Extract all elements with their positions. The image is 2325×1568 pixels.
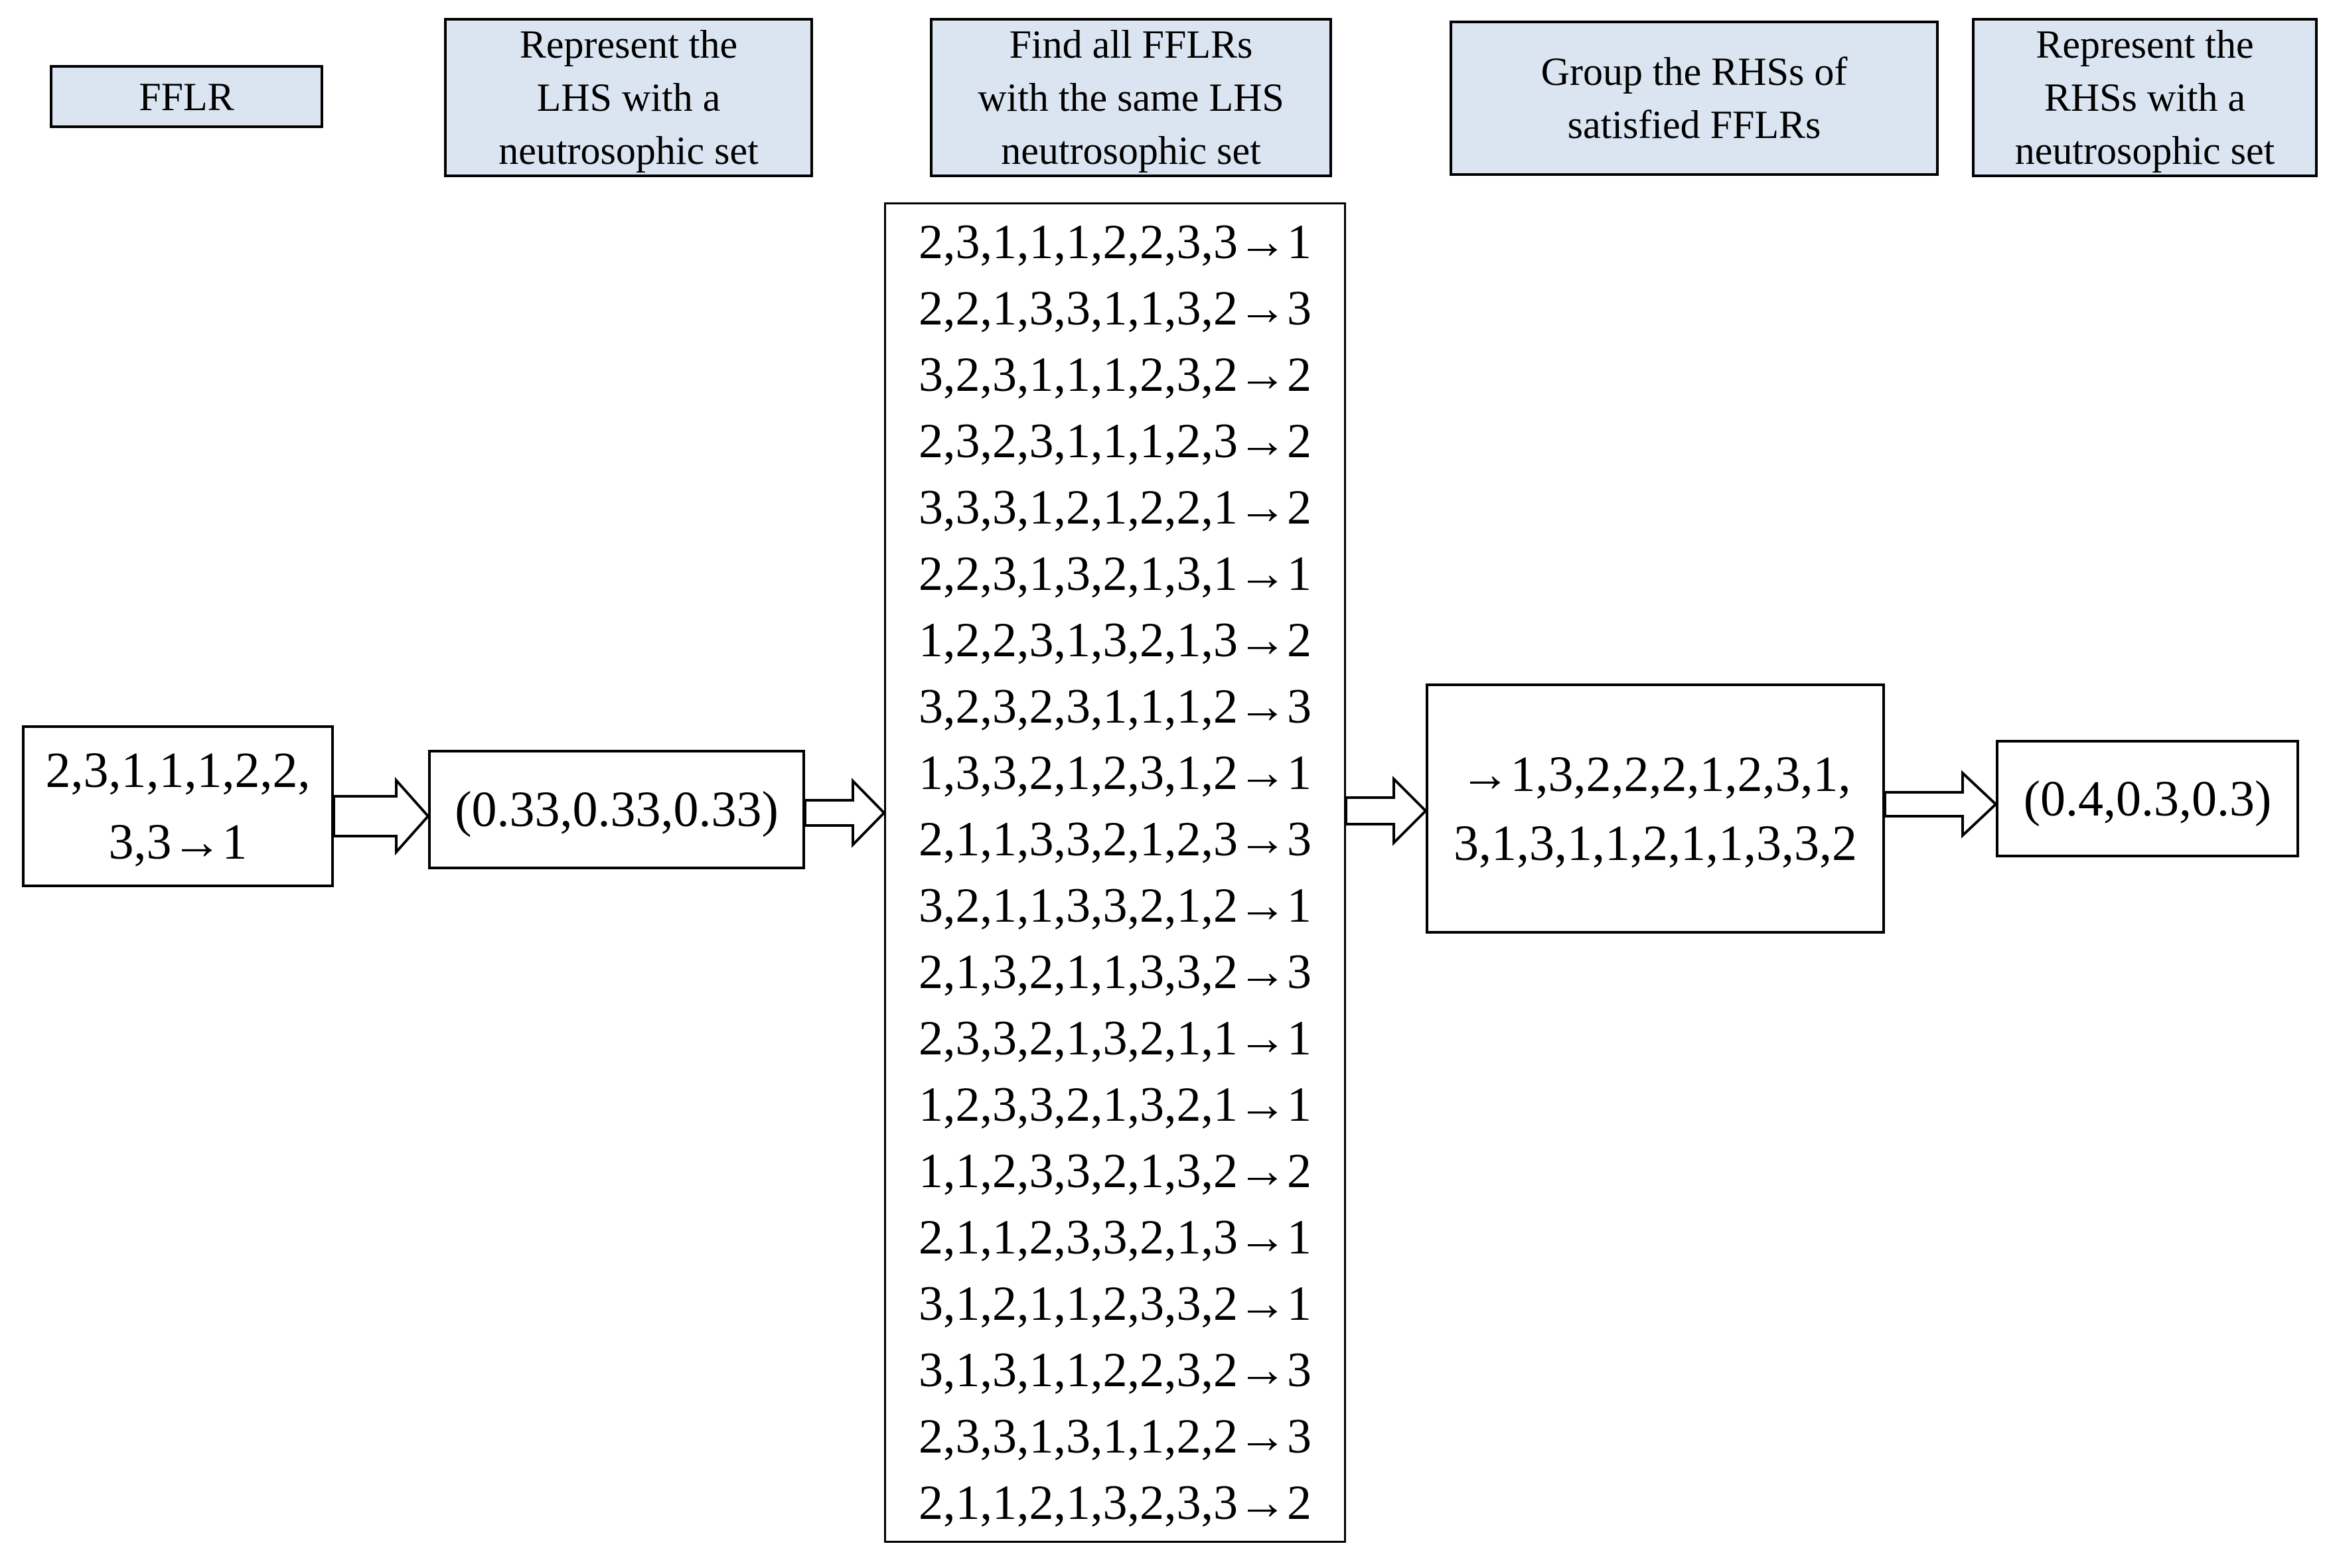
header-line: RHSs with a	[2044, 76, 2246, 119]
fflr-list-item: 2,3,2,3,1,1,1,2,3→2	[919, 414, 1312, 468]
fflr-list-item: 1,2,2,3,1,3,2,1,3→2	[919, 613, 1312, 668]
fflr-list-box: 2,3,1,1,1,2,2,3,3→1 2,2,1,3,3,1,1,3,2→3 …	[884, 202, 1346, 1543]
rhs-neutrosophic-set-box: (0.4,0.3,0.3)	[1996, 740, 2299, 857]
fflr-list-item: 1,3,3,2,1,2,3,1,2→1	[919, 746, 1312, 800]
flow-arrow-icon	[1345, 776, 1428, 846]
fflr-list-item: 2,3,3,1,3,1,1,2,2→3	[919, 1409, 1312, 1464]
fflr-list-item: 3,2,1,1,3,3,2,1,2→1	[919, 879, 1312, 933]
header-represent-rhs: Represent the RHSs with a neutrosophic s…	[1972, 18, 2318, 177]
header-line: Represent the	[519, 23, 738, 66]
fflr-list-item: 2,2,3,1,3,2,1,3,1→1	[919, 547, 1312, 601]
header-line: Represent the	[2036, 23, 2254, 66]
fflr-list-item: 3,1,3,1,1,2,2,3,2→3	[919, 1343, 1312, 1397]
fflr-list-item: 2,3,3,2,1,3,2,1,1→1	[919, 1011, 1312, 1066]
fflr-example-line: 3,3→1	[108, 814, 248, 870]
header-line: neutrosophic set	[498, 129, 759, 173]
header-line: satisfied FFLRs	[1567, 103, 1821, 147]
header-represent-lhs: Represent the LHS with a neutrosophic se…	[444, 18, 813, 177]
fflr-list-item: 3,1,2,1,1,2,3,3,2→1	[919, 1277, 1312, 1331]
grouped-rhs-box: →1,3,2,2,2,1,2,3,1, 3,1,3,1,1,2,1,1,3,3,…	[1426, 683, 1885, 934]
fflr-list-item: 3,3,3,1,2,1,2,2,1→2	[919, 480, 1312, 535]
flow-arrow-icon	[804, 778, 886, 848]
fflr-list-item: 2,1,1,2,1,3,2,3,3→2	[919, 1476, 1312, 1530]
fflr-list-item: 3,2,3,1,1,1,2,3,2→2	[919, 348, 1312, 402]
fflr-example-box: 2,3,1,1,1,2,2, 3,3→1	[22, 725, 334, 887]
fflr-example-line: 2,3,1,1,1,2,2,	[45, 743, 311, 798]
lhs-neutrosophic-set-value: (0.33,0.33,0.33)	[455, 782, 779, 837]
header-line: neutrosophic set	[1001, 129, 1261, 173]
fflr-list-item: 2,1,1,2,3,3,2,1,3→1	[919, 1210, 1312, 1265]
lhs-neutrosophic-set-box: (0.33,0.33,0.33)	[428, 750, 805, 869]
fflr-list-item: 1,1,2,3,3,2,1,3,2→2	[919, 1144, 1312, 1198]
header-fflr: FFLR	[50, 65, 323, 128]
header-line: neutrosophic set	[2014, 129, 2275, 173]
fflr-list-item: 2,1,3,2,1,1,3,3,2→3	[919, 945, 1312, 999]
fflr-list-item: 1,2,3,3,2,1,3,2,1→1	[919, 1078, 1312, 1132]
fflr-list-item: 2,3,1,1,1,2,2,3,3→1	[919, 215, 1312, 269]
flow-arrow-icon	[1884, 770, 1998, 839]
fflr-list-item: 2,2,1,3,3,1,1,3,2→3	[919, 281, 1312, 336]
header-line: Group the RHSs of	[1540, 50, 1848, 94]
grouped-rhs-line: →1,3,2,2,2,1,2,3,1,	[1460, 746, 1851, 802]
header-line: with the same LHS	[978, 76, 1284, 119]
rhs-neutrosophic-set-value: (0.4,0.3,0.3)	[2023, 770, 2272, 827]
flow-arrow-icon	[333, 776, 430, 856]
fflr-list-item: 3,2,3,2,3,1,1,1,2→3	[919, 679, 1312, 734]
header-line: LHS with a	[536, 76, 721, 119]
grouped-rhs-line: 3,1,3,1,1,2,1,1,3,3,2	[1454, 815, 1857, 871]
header-line: Find all FFLRs	[1009, 23, 1253, 66]
header-line: FFLR	[139, 74, 234, 119]
fflr-list-item: 2,1,1,3,3,2,1,2,3→3	[919, 812, 1312, 867]
header-find-fflrs: Find all FFLRs with the same LHS neutros…	[930, 18, 1332, 177]
header-group-rhs: Group the RHSs of satisfied FFLRs	[1450, 21, 1939, 176]
